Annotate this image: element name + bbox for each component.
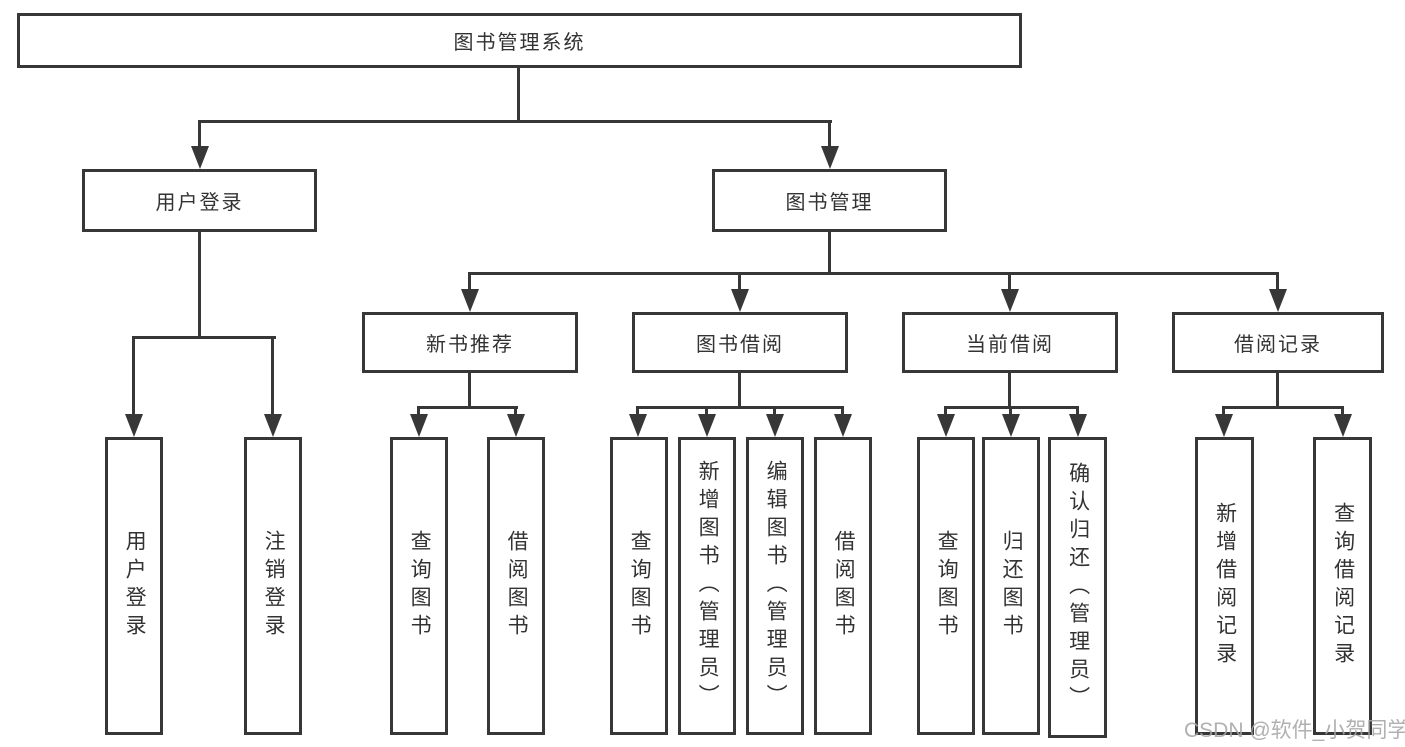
- connector-line: [198, 120, 201, 148]
- arrow-down-icon: [1069, 414, 1087, 437]
- node-book-management: 图书管理: [712, 169, 947, 232]
- connector-line: [636, 406, 844, 409]
- connector-line: [828, 120, 831, 148]
- connector-line: [132, 336, 276, 339]
- connector-line: [417, 406, 518, 409]
- node-add-borrow-record-label: 新增借阅记录: [1213, 502, 1237, 670]
- arrow-down-icon: [507, 414, 525, 437]
- node-return-book-label: 归还图书: [1000, 530, 1024, 642]
- node-add-book-admin-label: 新增图书（管理员）: [696, 460, 720, 712]
- node-query-books-2-label: 查询图书: [628, 530, 652, 642]
- connector-line: [705, 406, 708, 416]
- node-edit-book-admin: 编辑图书（管理员）: [746, 437, 804, 735]
- node-current-borrow: 当前借阅: [902, 312, 1118, 373]
- node-edit-book-admin-label: 编辑图书（管理员）: [764, 460, 788, 712]
- connector-line: [1009, 406, 1012, 416]
- arrow-down-icon: [834, 414, 852, 437]
- node-query-books-1-label: 查询图书: [408, 530, 432, 642]
- arrow-down-icon: [191, 146, 209, 169]
- node-add-borrow-record: 新增借阅记录: [1195, 437, 1254, 735]
- node-book-borrow-label: 图书借阅: [696, 334, 784, 356]
- node-library-system: 图书管理系统: [17, 13, 1022, 68]
- arrow-down-icon: [264, 414, 282, 437]
- node-new-book-recommend-label: 新书推荐: [426, 334, 514, 356]
- arrow-down-icon: [1269, 289, 1287, 312]
- node-borrow-books-2-label: 借阅图书: [832, 530, 856, 642]
- arrow-down-icon: [1002, 414, 1020, 437]
- connector-line: [636, 406, 639, 416]
- arrow-down-icon: [821, 146, 839, 169]
- node-query-books-3: 查询图书: [917, 437, 975, 735]
- node-add-book-admin: 新增图书（管理员）: [678, 437, 736, 735]
- connector-line: [1008, 272, 1011, 292]
- node-confirm-return-admin: 确认归还（管理员）: [1048, 437, 1107, 738]
- connector-line: [517, 68, 520, 120]
- node-borrow-records: 借阅记录: [1172, 312, 1384, 373]
- connector-line: [1276, 373, 1279, 406]
- connector-line: [944, 406, 947, 416]
- node-return-book: 归还图书: [982, 437, 1040, 735]
- connector-line: [773, 406, 776, 416]
- csdn-watermark: CSDN @软件_小贺同学: [1184, 719, 1405, 742]
- arrow-down-icon: [410, 414, 428, 437]
- connector-line: [271, 336, 274, 416]
- arrow-down-icon: [1215, 414, 1233, 437]
- node-new-book-recommend: 新书推荐: [362, 312, 578, 373]
- node-logout-action-label: 注销登录: [262, 530, 286, 642]
- node-user-login-label: 用户登录: [155, 192, 244, 214]
- node-query-borrow-record-label: 查询借阅记录: [1331, 502, 1355, 670]
- connector-line: [514, 406, 517, 416]
- connector-line: [1222, 406, 1344, 409]
- node-book-management-label: 图书管理: [785, 192, 874, 214]
- node-query-books-3-label: 查询图书: [935, 530, 959, 642]
- node-confirm-return-admin-label: 确认归还（管理员）: [1066, 461, 1090, 714]
- connector-line: [1076, 406, 1079, 416]
- connector-line: [1008, 373, 1011, 406]
- node-user-login: 用户登录: [82, 169, 317, 232]
- connector-line: [1341, 406, 1344, 416]
- arrow-down-icon: [698, 414, 716, 437]
- arrow-down-icon: [1334, 414, 1352, 437]
- node-query-borrow-record: 查询借阅记录: [1313, 437, 1372, 735]
- connector-line: [841, 406, 844, 416]
- arrow-down-icon: [1001, 289, 1019, 312]
- node-user-login-action-label: 用户登录: [123, 530, 147, 642]
- connector-line: [132, 336, 135, 416]
- arrow-down-icon: [125, 414, 143, 437]
- arrow-down-icon: [629, 414, 647, 437]
- arrow-down-icon: [731, 289, 749, 312]
- connector-line: [417, 406, 420, 416]
- connector-line: [1276, 272, 1279, 292]
- connector-line: [468, 272, 1279, 275]
- node-borrow-records-label: 借阅记录: [1234, 334, 1322, 356]
- node-library-system-label: 图书管理系统: [453, 32, 586, 54]
- node-current-borrow-label: 当前借阅: [966, 334, 1054, 356]
- node-borrow-books-1: 借阅图书: [487, 437, 545, 735]
- arrow-down-icon: [937, 414, 955, 437]
- connector-line: [738, 272, 741, 292]
- connector-line: [1222, 406, 1225, 416]
- arrow-down-icon: [461, 289, 479, 312]
- node-borrow-books-1-label: 借阅图书: [505, 530, 529, 642]
- connector-line: [468, 373, 471, 406]
- arrow-down-icon: [766, 414, 784, 437]
- node-logout-action: 注销登录: [244, 437, 302, 735]
- connector-line: [738, 373, 741, 406]
- node-query-books-2: 查询图书: [610, 437, 668, 735]
- node-book-borrow: 图书借阅: [632, 312, 848, 373]
- node-user-login-action: 用户登录: [105, 437, 163, 735]
- connector-line: [198, 120, 832, 123]
- node-query-books-1: 查询图书: [390, 437, 448, 735]
- node-borrow-books-2: 借阅图书: [814, 437, 872, 735]
- connector-line: [198, 232, 201, 336]
- connector-line: [828, 232, 831, 272]
- connector-line: [468, 272, 471, 292]
